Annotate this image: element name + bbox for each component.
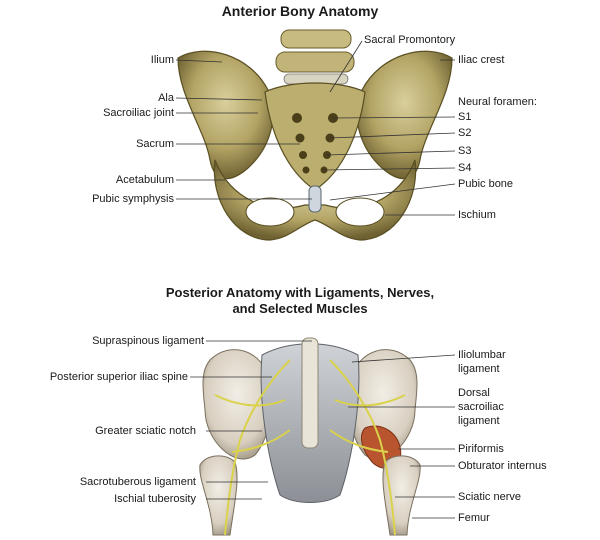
label-pubic-symphysis: Pubic symphysis (92, 193, 174, 205)
label-pubic-bone: Pubic bone (458, 178, 514, 190)
posterior-leader-lines (190, 340, 456, 519)
anterior-pelvis-drawing (177, 29, 453, 241)
label-iliolumbar-ligament-line-1: Iliolumbar (458, 349, 506, 361)
label-s4: S4 (458, 162, 472, 174)
label-obturator-internus: Obturator internus (458, 460, 547, 472)
posterior-pelvis-drawing (199, 337, 421, 536)
label-sacrum: Sacrum (136, 138, 174, 150)
anterior-title: Anterior Bony Anatomy (221, 3, 379, 19)
label-dorsal-sacroiliac-line-1: Dorsal (458, 387, 490, 399)
label-piriformis: Piriformis (458, 443, 504, 455)
label-femur: Femur (458, 512, 490, 524)
label-s1: S1 (458, 111, 472, 123)
label-neural-foramen: Neural foramen: (458, 96, 537, 108)
label-ischium: Ischium (458, 209, 496, 221)
label-supraspinous-ligament: Supraspinous ligament (92, 335, 204, 347)
nerves (214, 359, 406, 536)
label-s2: S2 (458, 127, 472, 139)
anterior-leader-lines (175, 40, 456, 216)
label-iliac-crest: Iliac crest (458, 54, 505, 66)
label-sacral-promontory: Sacral Promontory (364, 34, 456, 46)
label-dorsal-sacroiliac-line-3: ligament (458, 415, 500, 427)
posterior-title-line-2: and Selected Muscles (232, 301, 368, 316)
label-posterior-superior-iliac-spine: Posterior superior iliac spine (49, 371, 188, 383)
label-greater-sciatic-notch: Greater sciatic notch (95, 425, 196, 437)
label-ischial-tuberosity: Ischial tuberosity (114, 493, 196, 505)
posterior-title-line-1: Posterior Anatomy with Ligaments, Nerves… (165, 285, 435, 300)
label-sacroiliac-joint: Sacroiliac joint (103, 107, 174, 119)
label-ilium: Ilium (150, 54, 174, 66)
label-dorsal-sacroiliac-line-2: sacroiliac (458, 401, 504, 413)
label-sacrotuberous-ligament: Sacrotuberous ligament (79, 476, 196, 488)
label-s3: S3 (458, 145, 472, 157)
label-acetabulum: Acetabulum (115, 174, 174, 186)
label-ala: Ala (158, 92, 174, 104)
label-iliolumbar-ligament-line-2: ligament (458, 363, 500, 375)
label-sciatic-nerve: Sciatic nerve (458, 491, 521, 503)
